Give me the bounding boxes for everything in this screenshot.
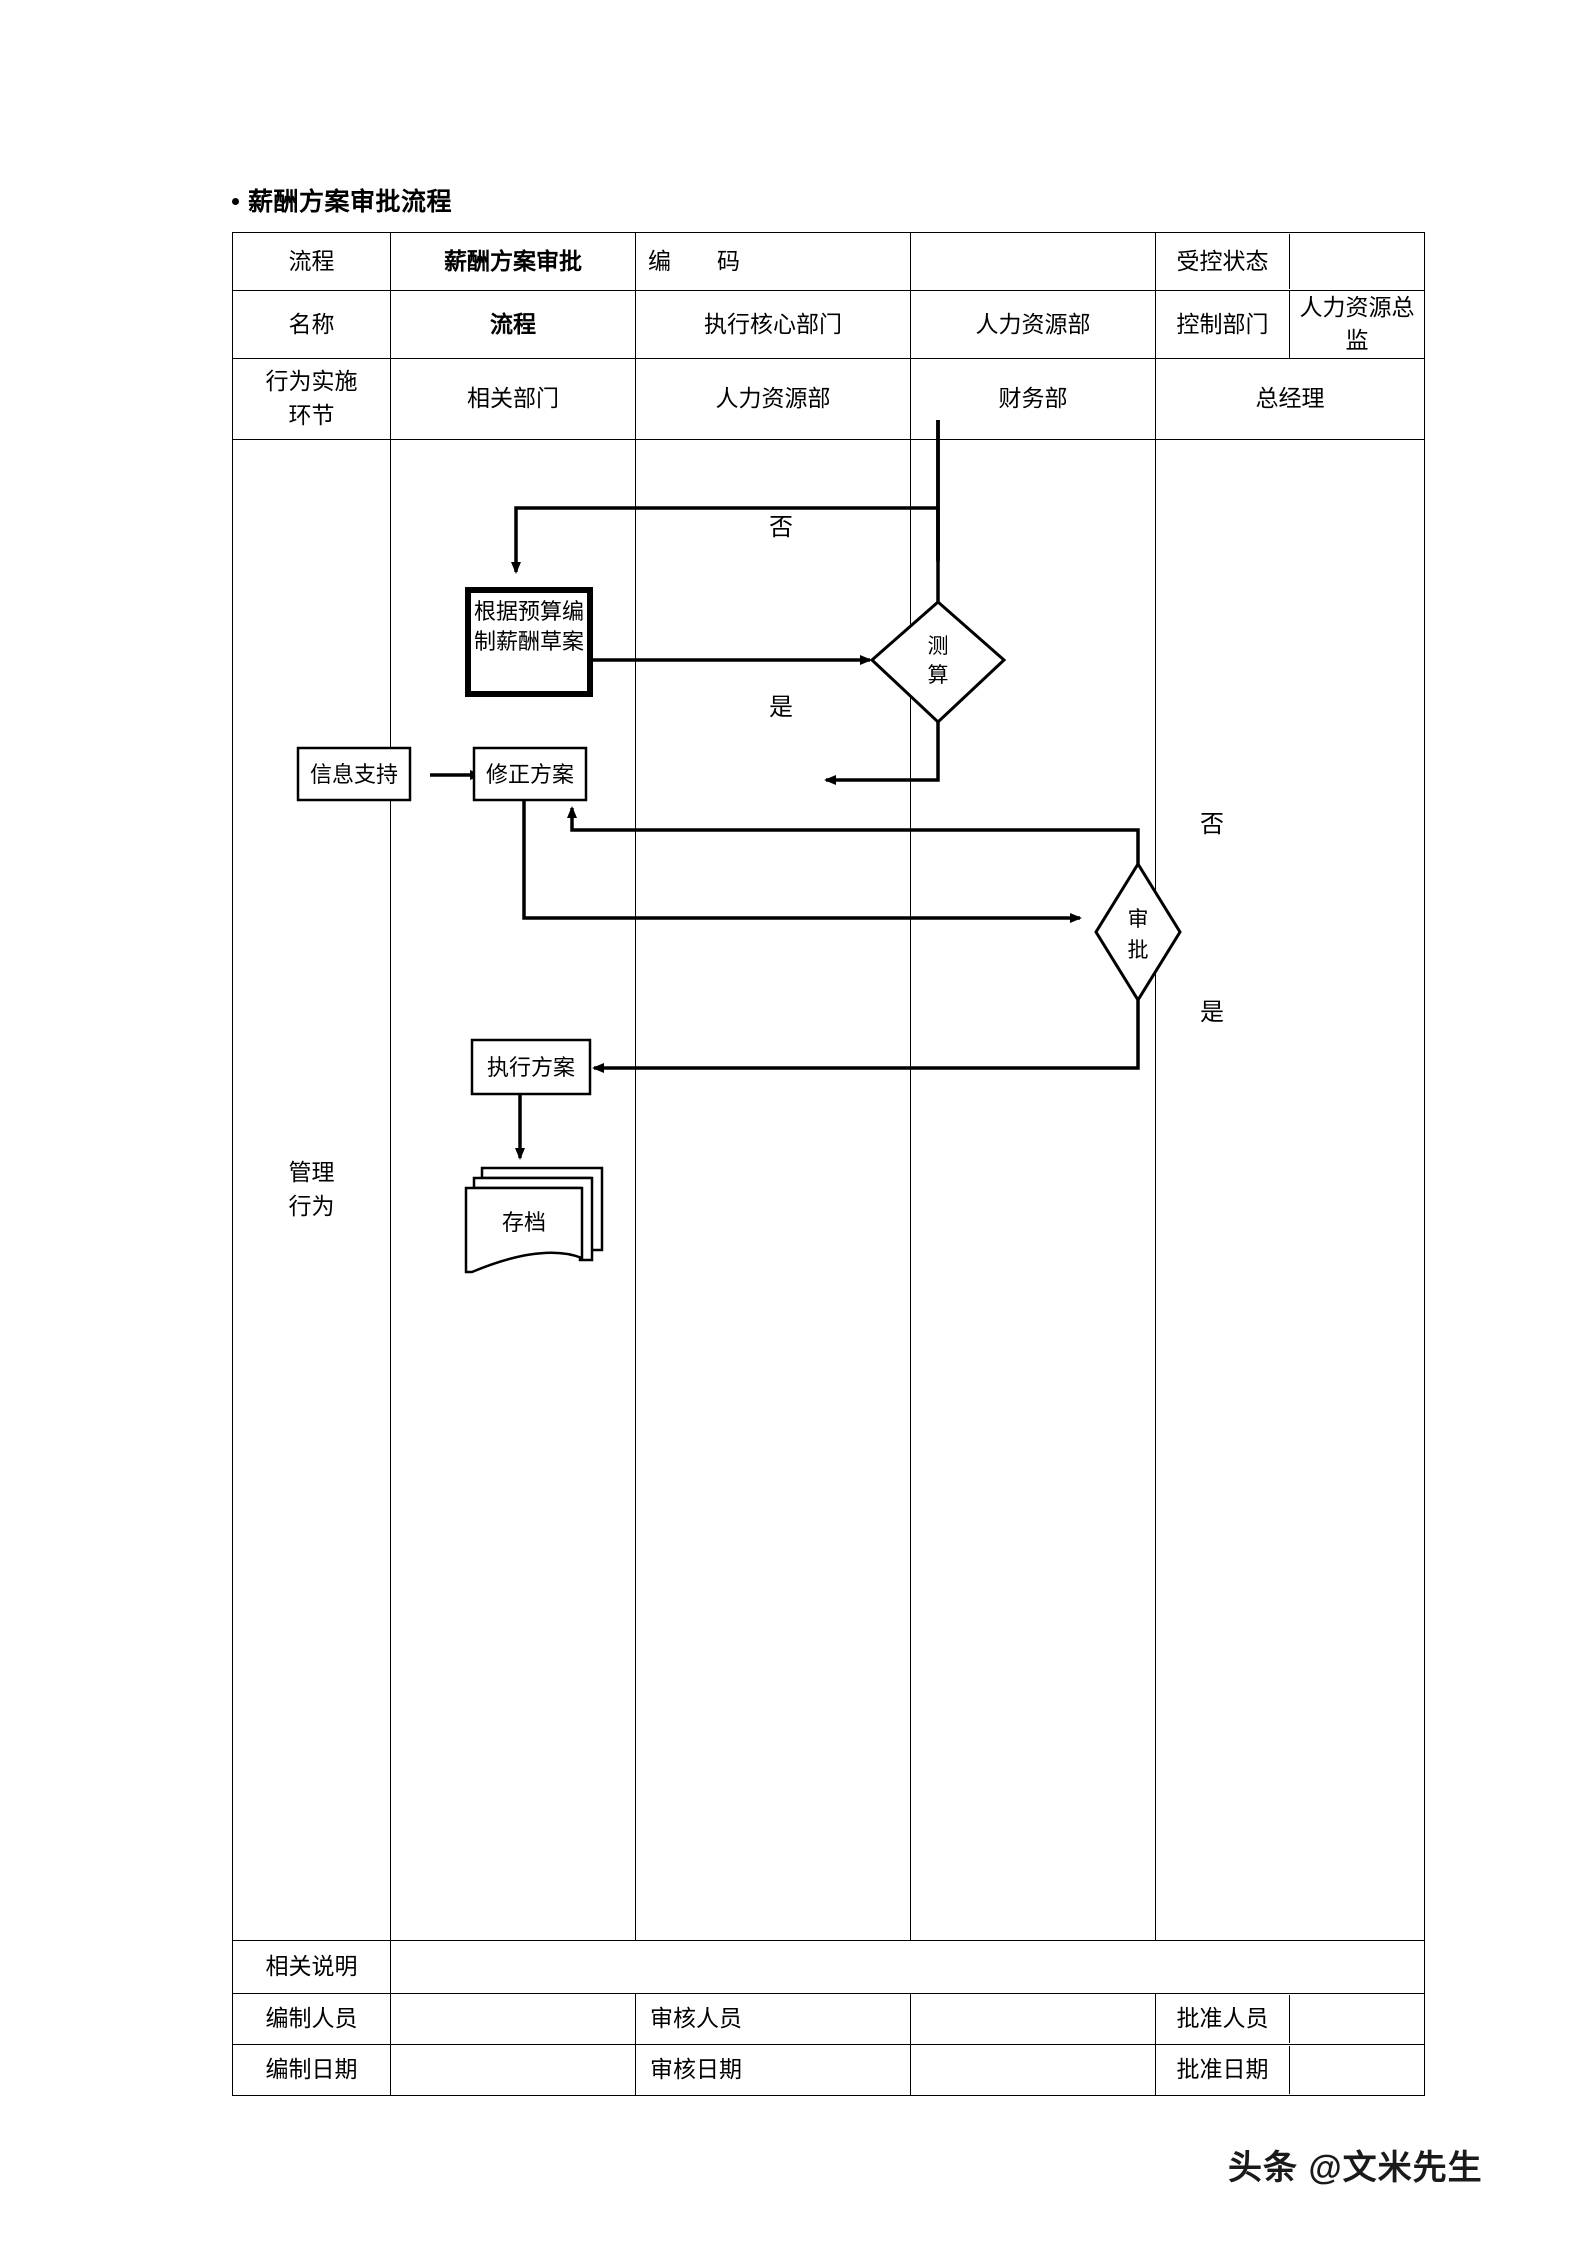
cell-flow-name-label-1: 流程 [232,232,391,291]
bullet-icon [232,197,239,205]
cell-review-date-label: 审核日期 [635,2043,911,2096]
cell-flow-name-value-2: 流程 [390,290,636,359]
cell-control-state-value [1290,234,1425,289]
cell-note-label: 相关说明 [232,1939,391,1994]
cell-approver-value [1290,1995,1425,2043]
cell-flow-name-label-2: 名称 [232,290,391,359]
lane-cell-related-dept [390,438,636,1941]
stage-label-line1: 管理 [288,1160,335,1186]
page-title-text: 薪酬方案审批流程 [248,188,453,216]
table-row-lane-header: 行为实施 环节 相关部门 人力资源部 财务部 总经理 [232,357,1425,440]
cell-reviewer-value [910,1992,1156,2045]
cell-stage-header: 行为实施 环节 [232,357,391,440]
watermark: 头条 @文米先生 [1228,2149,1483,2187]
table-row-note: 相关说明 [232,1939,1425,1994]
cell-control-dept-label: 控制部门 [1156,291,1290,358]
lane-cell-gm [1155,438,1425,1941]
lane-cell-finance [910,438,1156,1941]
process-form-table: 流程 薪酬方案审批 编 码 受控状态 名称 流程 执行核心部门 [232,232,1425,2096]
table-row-people: 编制人员 审核人员 批准人员 [232,1992,1425,2045]
cell-review-date-value [910,2043,1156,2096]
table-row-flow-body: 管理 行为 [232,438,1425,1941]
cell-author-date-value [390,2043,636,2096]
lane-header-2: 财务部 [910,357,1156,440]
cell-approver-group: 批准人员 [1155,1992,1425,2045]
lane-header-1: 人力资源部 [635,357,911,440]
page-title: 薪酬方案审批流程 [232,182,452,218]
cell-control-state-group: 受控状态 [1155,232,1425,291]
cell-reviewer-label: 审核人员 [635,1992,911,2045]
table-row-header-2: 名称 流程 执行核心部门 人力资源部 控制部门 人力资源总监 [232,290,1425,359]
cell-approver-label: 批准人员 [1156,1994,1290,2043]
lane-header-3: 总经理 [1155,357,1425,440]
cell-control-dept-group: 控制部门 人力资源总监 [1155,290,1425,359]
cell-control-state-label: 受控状态 [1156,234,1290,289]
cell-core-dept-value: 人力资源部 [910,290,1156,359]
cell-core-dept-label: 执行核心部门 [635,290,911,359]
cell-approve-date-value [1290,2046,1425,2094]
table-row-dates: 编制日期 审核日期 批准日期 [232,2043,1425,2096]
stage-label-line2: 行为 [288,1193,335,1219]
cell-flow-name-value-1: 薪酬方案审批 [390,232,636,291]
cell-control-dept-value: 人力资源总监 [1299,295,1415,354]
cell-stage-label: 管理 行为 [232,438,391,1941]
cell-approve-date-group: 批准日期 [1155,2043,1425,2096]
cell-code-label: 编 码 [635,232,911,291]
cell-author-date-label: 编制日期 [232,2043,391,2096]
cell-note-value [390,1939,1425,1994]
stage-header-line2: 环节 [288,402,335,428]
table-row-header-1: 流程 薪酬方案审批 编 码 受控状态 [232,232,1425,291]
cell-code-value [910,232,1156,291]
lane-header-0: 相关部门 [390,357,636,440]
cell-author-label: 编制人员 [232,1992,391,2045]
cell-author-value [390,1992,636,2045]
stage-header-line1: 行为实施 [265,369,358,395]
lane-cell-hr [635,438,911,1941]
cell-approve-date-label: 批准日期 [1156,2045,1290,2094]
